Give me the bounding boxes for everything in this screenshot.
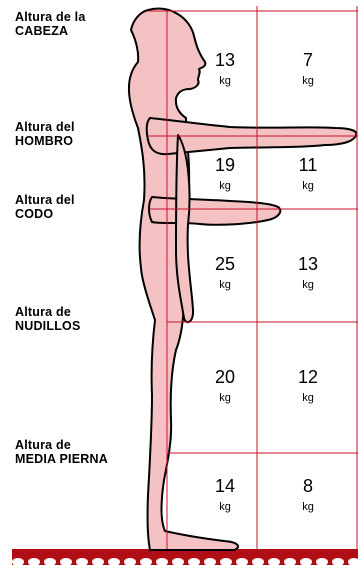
level-head-line1: Altura de la xyxy=(15,10,86,24)
floor-scallop xyxy=(140,558,152,565)
zone-2-left-value: 19 xyxy=(214,155,236,175)
zone-1-right-unit: kg xyxy=(302,75,314,87)
zone-4-right-unit: kg xyxy=(302,392,314,404)
zone-2-left-unit: kg xyxy=(219,180,231,192)
zone-5-left: 14 kg xyxy=(205,476,245,514)
level-head-line2: CABEZA xyxy=(15,24,69,38)
figure-forearm xyxy=(148,196,282,226)
floor-scallop xyxy=(60,558,72,565)
level-label-midleg: Altura de MEDIA PIERNA xyxy=(15,438,155,466)
zone-5-left-value: 14 xyxy=(214,476,236,496)
zone-5-right-unit: kg xyxy=(302,501,314,513)
zone-3-left-value: 25 xyxy=(214,254,236,274)
grid xyxy=(148,6,358,549)
zone-5-left-unit: kg xyxy=(219,501,231,513)
floor-scallop xyxy=(172,558,184,565)
level-shoulder-line1: Altura del xyxy=(15,120,75,134)
floor-scallop xyxy=(76,558,88,565)
floor-scallop xyxy=(252,558,264,565)
level-elbow-line2: CODO xyxy=(15,207,54,221)
floor-scallop xyxy=(268,558,280,565)
floor-scallop xyxy=(44,558,56,565)
level-midleg-line1: Altura de xyxy=(15,438,71,452)
level-label-elbow: Altura del CODO xyxy=(15,193,155,221)
floor xyxy=(12,549,358,565)
zone-4-left-unit: kg xyxy=(219,392,231,404)
floor-scallop xyxy=(108,558,120,565)
floor-scallop xyxy=(236,558,248,565)
level-shoulder-line2: HOMBRO xyxy=(15,134,74,148)
zone-1-right: 7 kg xyxy=(288,50,328,88)
level-label-shoulder: Altura del HOMBRO xyxy=(15,120,155,148)
level-knuckle-line2: NUDILLOS xyxy=(15,319,81,333)
floor-scallop xyxy=(188,558,200,565)
zone-4-right-value: 12 xyxy=(297,367,319,387)
zone-1-left-value: 13 xyxy=(214,50,236,70)
zone-4-left: 20 kg xyxy=(205,367,245,405)
floor-scallop xyxy=(220,558,232,565)
zone-1-right-value: 7 xyxy=(302,50,313,70)
zone-3-right-unit: kg xyxy=(302,279,314,291)
zone-3-left: 25 kg xyxy=(205,254,245,292)
zone-5-right-value: 8 xyxy=(302,476,313,496)
floor-scallop xyxy=(92,558,104,565)
level-label-knuckle: Altura de NUDILLOS xyxy=(15,305,155,333)
floor-scallop xyxy=(284,558,296,565)
zone-2-right-unit: kg xyxy=(302,180,314,192)
floor-scallop xyxy=(156,558,168,565)
level-knuckle-line1: Altura de xyxy=(15,305,71,319)
floor-scallop xyxy=(300,558,312,565)
zone-3-left-unit: kg xyxy=(219,279,231,291)
floor-scallop xyxy=(12,558,24,565)
zone-4-right: 12 kg xyxy=(288,367,328,405)
zone-1-left-unit: kg xyxy=(219,75,231,87)
floor-scallop xyxy=(316,558,328,565)
zone-2-left: 19 kg xyxy=(205,155,245,193)
zone-5-right: 8 kg xyxy=(288,476,328,514)
floor-scallop xyxy=(124,558,136,565)
floor-scallop xyxy=(348,558,358,565)
floor-scallop xyxy=(332,558,344,565)
level-label-head: Altura de la CABEZA xyxy=(15,10,155,38)
level-midleg-line2: MEDIA PIERNA xyxy=(15,452,108,466)
floor-scallop xyxy=(204,558,216,565)
zone-1-left: 13 kg xyxy=(205,50,245,88)
zone-4-left-value: 20 xyxy=(214,367,236,387)
zone-2-right: 11 kg xyxy=(288,155,328,193)
floor-scallop xyxy=(28,558,40,565)
floor-scallops xyxy=(12,558,358,565)
zone-3-right-value: 13 xyxy=(297,254,319,274)
zone-2-right-value: 11 xyxy=(298,155,318,175)
zone-3-right: 13 kg xyxy=(288,254,328,292)
level-elbow-line1: Altura del xyxy=(15,193,75,207)
